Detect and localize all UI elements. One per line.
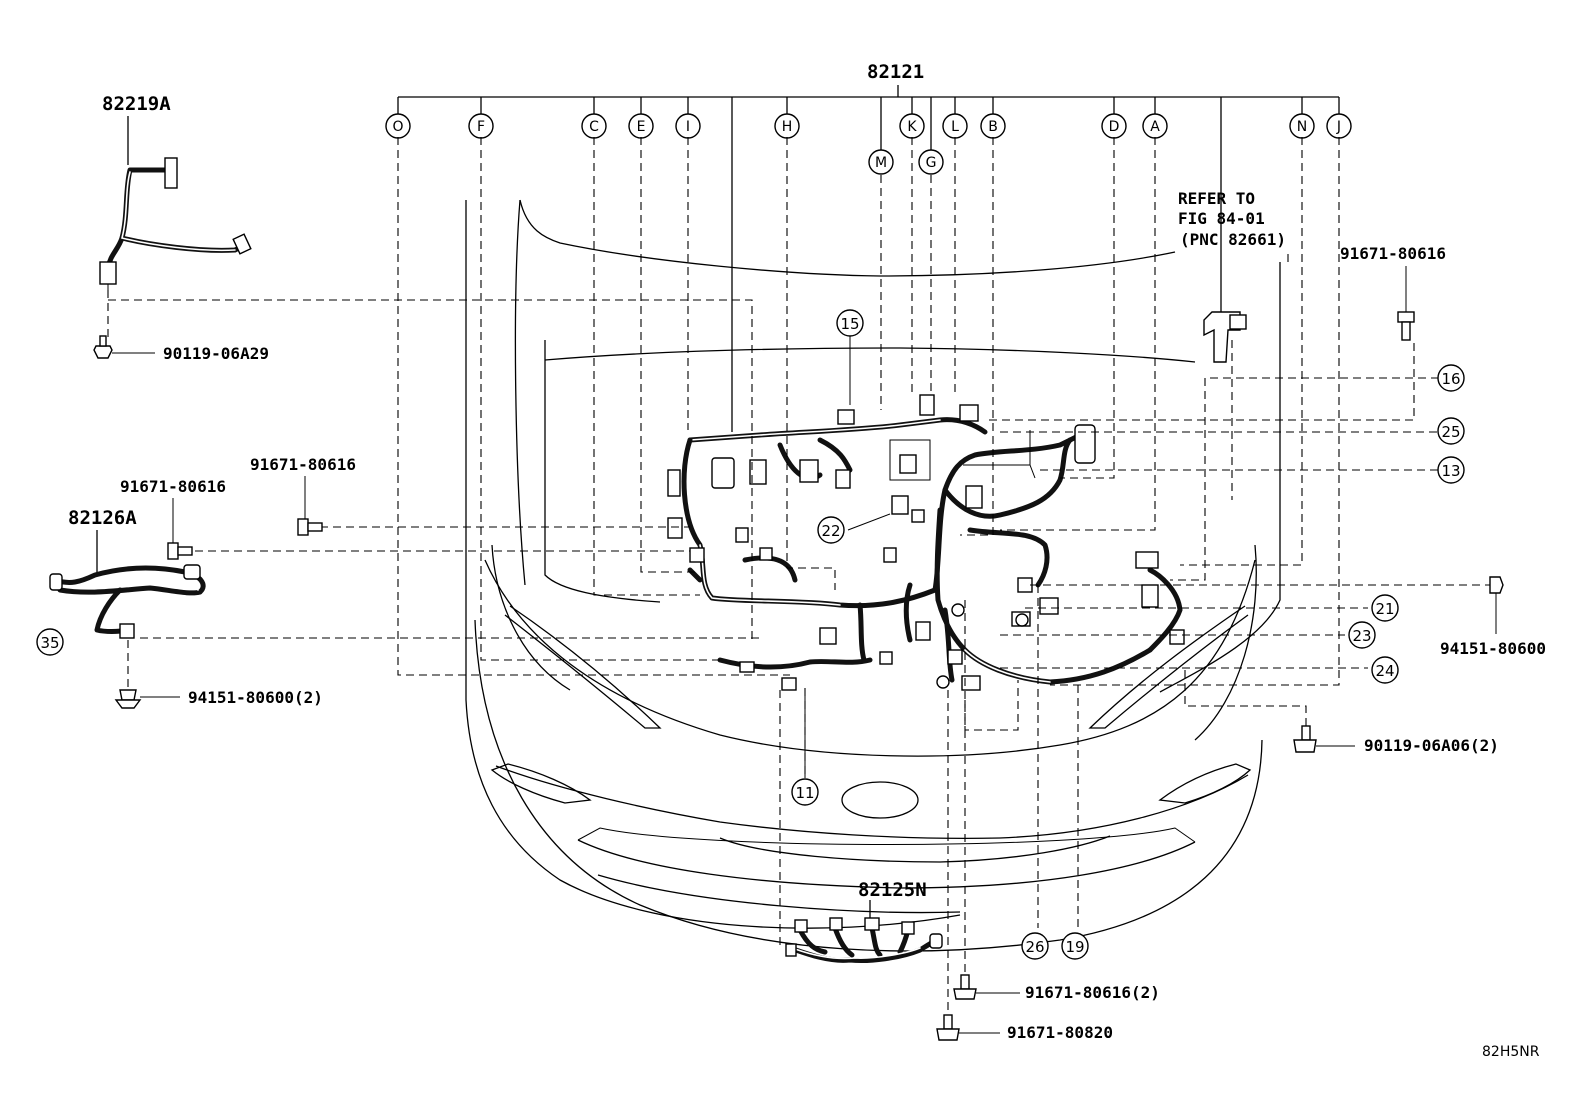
part-leader-lines (107, 250, 1490, 1015)
part-tree-82121 (397, 85, 1340, 432)
callout-circle-35 (36, 628, 64, 656)
letter-callout-a: A (1150, 119, 1160, 135)
part-91671-80820-label: 91671-80820 (1007, 1023, 1113, 1042)
bolt-icon (93, 335, 155, 359)
part-94151-80600-label: 94151-80600 (1440, 639, 1546, 658)
part-82126A-label: 82126A (68, 507, 137, 529)
part-94151-80600-2-label: 94151-80600(2) (188, 688, 323, 707)
callout-number-22: 22 (821, 522, 840, 540)
callout-circle-19 (1061, 932, 1089, 960)
part-90119-06A29-label: 90119-06A29 (163, 344, 269, 363)
relay-bracket-82661 (1203, 311, 1247, 363)
callout-circle-25 (1437, 417, 1465, 445)
letter-callout-g: G (926, 155, 937, 171)
letter-callout-circle-m (868, 149, 894, 175)
clip-icon (114, 689, 180, 709)
callout-circle-24 (1371, 656, 1399, 684)
callout-number-16: 16 (1441, 370, 1460, 388)
callout-number-26: 26 (1025, 938, 1044, 956)
connector-letter-callouts: O F C E I H M K G L B D A N J (385, 113, 1352, 175)
refer-line-1: REFER TO (1178, 189, 1255, 208)
part-91671-80616-label-b: 91671-80616 (120, 477, 226, 496)
callout-circle-13 (1437, 456, 1465, 484)
bolt-icon (1293, 725, 1355, 753)
callout-circle-11 (791, 778, 819, 806)
callout-number-11: 11 (795, 784, 814, 802)
main-part-number: 82121 (867, 61, 924, 83)
letter-callout-h: H (782, 119, 793, 135)
letter-callout-o: O (392, 119, 403, 135)
part-91671-80616-label-a: 91671-80616 (250, 455, 356, 474)
sub-harness-82125N (785, 900, 943, 963)
letter-callout-circle-g (918, 149, 944, 175)
letter-callout-f: F (477, 119, 485, 135)
letter-callout-l: L (951, 119, 959, 135)
callout-number-25: 25 (1441, 423, 1460, 441)
callout-circle-15 (836, 309, 864, 337)
part-91671-80616-2-label: 91671-80616(2) (1025, 983, 1160, 1002)
engine-harness-82121 (667, 394, 1185, 691)
screw-icon (167, 498, 193, 560)
callout-number-19: 19 (1065, 938, 1084, 956)
letter-callout-m: M (875, 155, 887, 171)
letter-leader-lines (397, 137, 1340, 686)
callout-number-13: 13 (1441, 462, 1460, 480)
fasteners (93, 266, 1504, 1041)
letter-callout-e: E (637, 119, 646, 135)
refer-line-3: (PNC 82661) (1180, 230, 1286, 249)
callout-circle-26 (1021, 932, 1049, 960)
letter-callout-d: D (1109, 119, 1120, 135)
callout-number-15: 15 (840, 315, 859, 333)
callout-number-21: 21 (1375, 600, 1394, 618)
letter-callout-k: K (907, 119, 917, 135)
letter-callout-b: B (988, 119, 998, 135)
clip-icon (1489, 576, 1504, 634)
screw-icon (297, 476, 323, 536)
callout-number-35: 35 (40, 634, 59, 652)
part-82219A-label: 82219A (102, 93, 171, 115)
refer-line-2: FIG 84-01 (1178, 209, 1265, 228)
screw-icon (953, 974, 1020, 1000)
callout-number-23: 23 (1352, 627, 1371, 645)
sub-harness-82219A (99, 116, 252, 292)
vehicle-body-outline (465, 199, 1281, 952)
letter-callout-j: J (1336, 119, 1341, 135)
part-91671-80616-label-right: 91671-80616 (1340, 244, 1446, 263)
letter-callout-n: N (1297, 119, 1307, 135)
callout-circle-16 (1437, 364, 1465, 392)
sub-harness-82126A (49, 530, 206, 639)
callout-number-24: 24 (1375, 662, 1394, 680)
part-82125N-label: 82125N (858, 879, 927, 901)
screw-icon (936, 1014, 1000, 1041)
screw-icon (1397, 266, 1415, 341)
callout-circle-23 (1348, 621, 1376, 649)
letter-callout-c: C (589, 119, 599, 135)
callout-circle-21 (1371, 594, 1399, 622)
part-90119-06A06-2-label: 90119-06A06(2) (1364, 736, 1499, 755)
letter-callout-i: I (686, 119, 690, 135)
callout-circle-22 (817, 516, 845, 544)
figure-code: 82H5NR (1482, 1044, 1540, 1060)
